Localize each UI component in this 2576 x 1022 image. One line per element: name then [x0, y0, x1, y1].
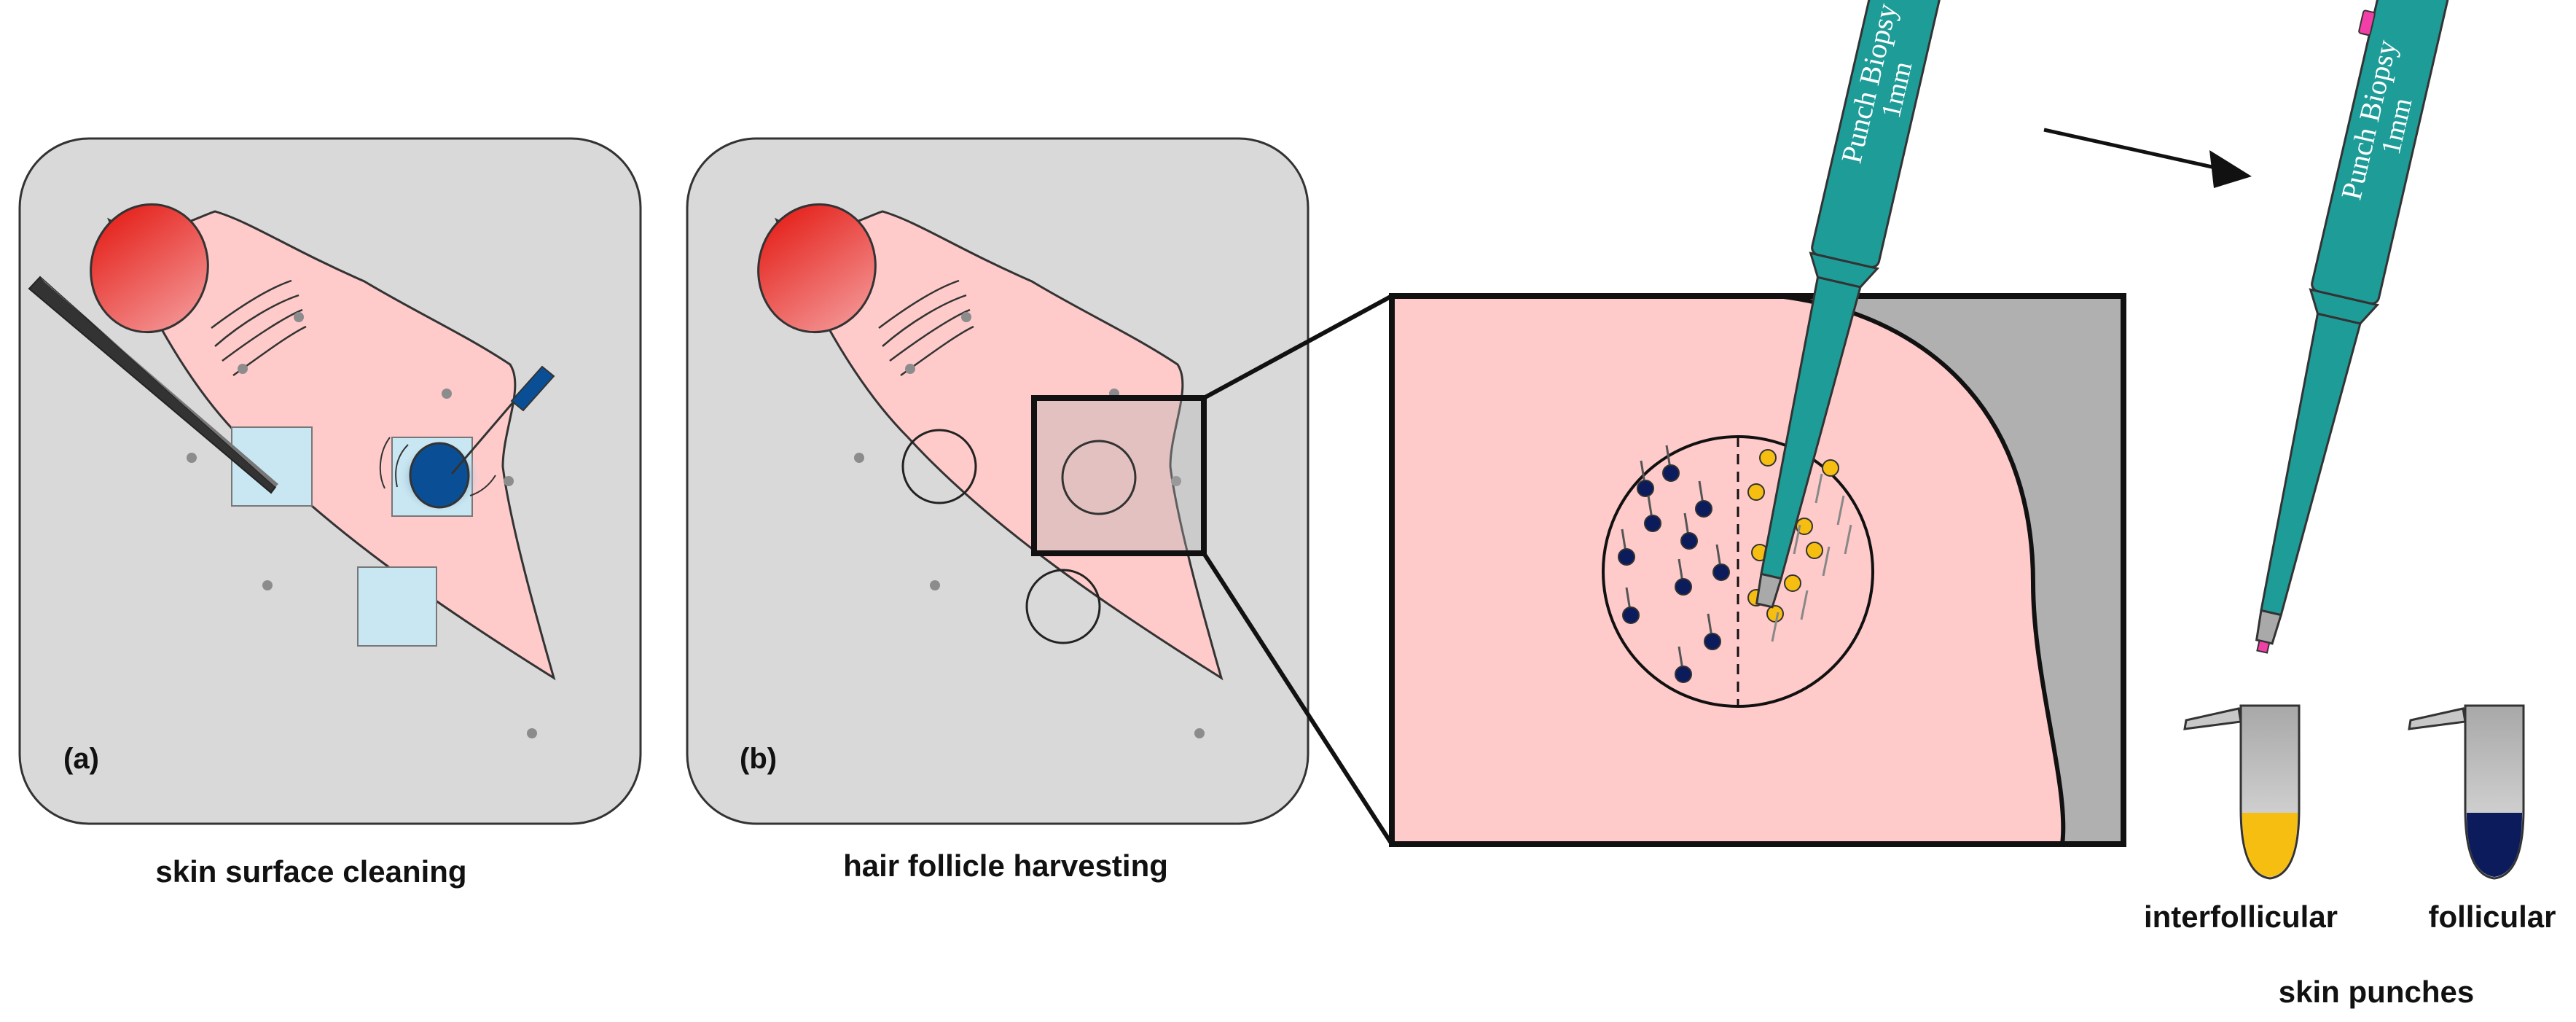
follicle-dot: [1644, 515, 1661, 532]
transfer-arrow-icon: [2043, 128, 2252, 188]
zoom-region-box: [1031, 395, 1207, 556]
interfollicular-dot: [1784, 574, 1801, 592]
follicle-dot: [1704, 633, 1721, 650]
tube-label-follicular: follicular: [2428, 900, 2556, 934]
panel-a-tag: (a): [63, 743, 99, 775]
tube-label-interfollicular: interfollicular: [2144, 900, 2338, 934]
gauze-pad-2: [357, 566, 437, 647]
panel-b: (b) hair follicle harvesting: [686, 137, 1309, 883]
zoom-connectors: [1202, 294, 1394, 846]
vellus-hair: [1814, 473, 1823, 504]
punch-site-2: [1025, 569, 1101, 644]
skin-dots-a: [187, 312, 537, 738]
follicle-dot: [1712, 563, 1730, 581]
interfollicular-dot: [1759, 449, 1777, 467]
punch-site-3: [1061, 440, 1137, 515]
panel-a: (a) skin surface cleaning: [18, 137, 642, 889]
panel-b-caption: hair follicle harvesting: [843, 849, 1168, 883]
tube-follicular: follicular: [2408, 704, 2556, 934]
biopsy-pen-right: Punch Biopsy 1mm: [2219, 0, 2462, 654]
panel-a-caption: skin surface cleaning: [155, 854, 466, 889]
zoom-frame: [1389, 293, 2126, 847]
skin-dots-b: [854, 312, 1205, 738]
interfollicular-dot: [1822, 459, 1839, 477]
interfollicular-dot: [1766, 605, 1784, 623]
biopsy-circle: [1602, 435, 1874, 708]
group-label-skin-punches: skin punches: [2279, 975, 2474, 1009]
tweezers-icon: [28, 276, 278, 494]
follicle-dot: [1675, 666, 1692, 683]
vellus-hair: [1793, 524, 1801, 555]
punch-site-1: [901, 429, 977, 504]
fingertip-b: [757, 203, 877, 334]
tube-interfollicular: interfollicular: [2144, 704, 2338, 934]
vellus-hair: [1836, 495, 1845, 526]
follicle-dot: [1675, 578, 1692, 596]
follicle-dot: [1680, 532, 1698, 550]
vellus-hair: [1771, 612, 1780, 642]
zoom-panel: Punch Biopsy 1mm: [1389, 0, 2126, 847]
follicle-markers: [1618, 445, 1730, 683]
follicle-dot: [1637, 480, 1654, 497]
vellus-hair: [1800, 590, 1809, 620]
swab-icon: [379, 365, 555, 514]
fingertip-a: [90, 203, 209, 334]
finger-a: [90, 203, 555, 738]
interfollicular-dot: [1806, 542, 1823, 559]
vellus-hair: [1822, 546, 1831, 577]
panel-b-tag: (b): [740, 743, 777, 775]
follicle-dot: [1662, 464, 1680, 482]
follicle-dot: [1695, 500, 1712, 518]
vellus-hair: [1844, 524, 1852, 555]
finger-b: [757, 203, 1223, 738]
pen-tip-sample: [2256, 639, 2271, 654]
follicle-dot: [1618, 548, 1635, 566]
interfollicular-dot: [1747, 483, 1765, 501]
follicle-dot: [1622, 606, 1640, 624]
